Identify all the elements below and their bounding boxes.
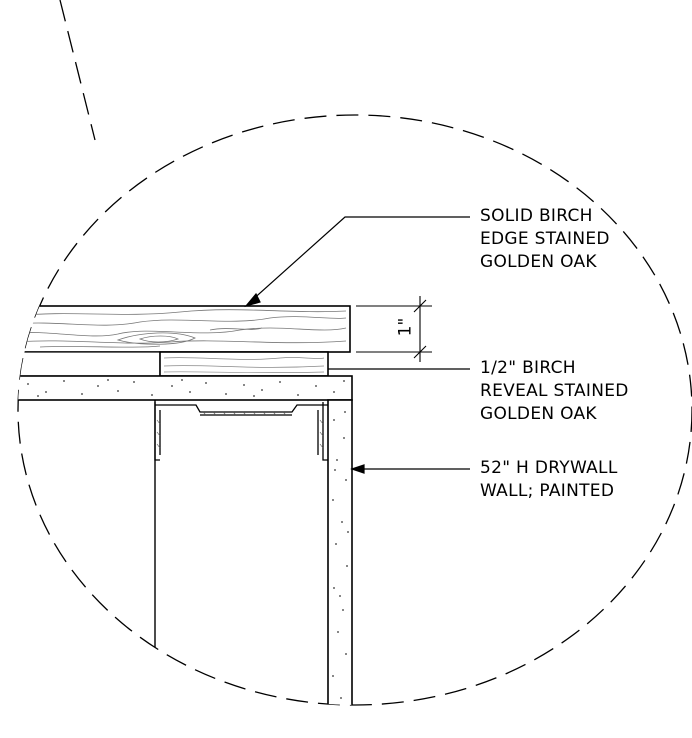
leader-arrow-solid-birch: [244, 292, 261, 308]
birch-reveal: [18, 351, 329, 377]
callout-line: GOLDEN OAK: [480, 252, 597, 272]
leader-solid-birch: [249, 216, 470, 303]
callout-line: 1/2" BIRCH: [480, 358, 576, 378]
dimension-1in: [356, 296, 432, 362]
metal-stud: [154, 402, 328, 461]
drywall-wall: [327, 399, 353, 705]
callout-line: WALL; PAINTED: [480, 481, 615, 501]
detail-leader-line: [59, 0, 96, 141]
callout-birch-reveal: 1/2" BIRCH REVEAL STAINED GOLDEN OAK: [480, 357, 629, 426]
detail-boundary: [17, 0, 692, 706]
callout-line: SOLID BIRCH: [480, 206, 593, 226]
solid-birch-edge: [18, 305, 351, 353]
callout-line: 52" H DRYWALL: [480, 458, 618, 478]
callout-solid-birch-edge: SOLID BIRCH EDGE STAINED GOLDEN OAK: [480, 205, 610, 274]
dimension-label: 1": [395, 317, 416, 337]
leader-lines: [244, 216, 470, 474]
drywall-cap: [18, 375, 353, 401]
callout-drywall-wall: 52" H DRYWALL WALL; PAINTED: [480, 457, 618, 503]
callout-line: REVEAL STAINED: [480, 381, 629, 401]
callout-line: GOLDEN OAK: [480, 404, 597, 424]
callout-line: EDGE STAINED: [480, 229, 610, 249]
leader-arrow-drywall: [350, 464, 365, 474]
